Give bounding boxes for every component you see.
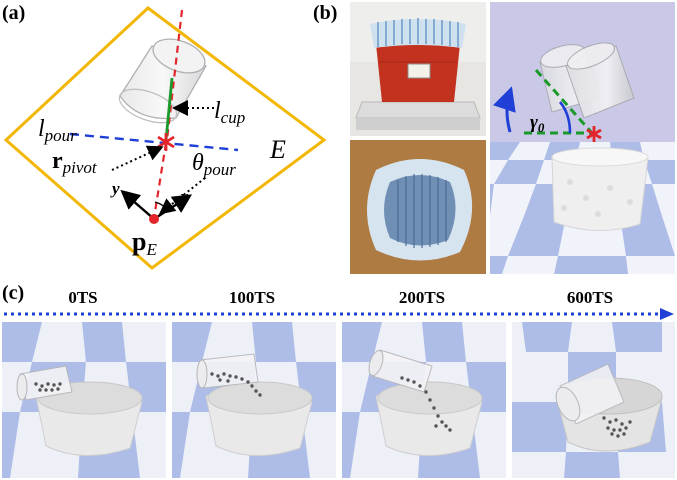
rpivot-label: rpivot [52,148,98,177]
sim-frame-600 [512,322,675,478]
gamma-arc [558,101,572,134]
sim-view-b: γ0 [490,2,675,274]
pivot-asterisk-b [586,126,602,142]
lcup-label: lcup [214,98,245,127]
green-dash-tilt [534,69,594,134]
photo-basket-top [350,140,486,274]
green-lcup-line [164,77,174,141]
theta-pour-label: θpour [192,150,236,179]
photo-basket-side [350,2,486,136]
gamma-label: γ0 [530,112,545,135]
timestep-label-2: 200TS [398,288,446,307]
plane-e-label: E [269,135,286,164]
lpour-label: lpour [38,116,77,145]
pe-label: pE [132,227,157,259]
rpivot-dotted-arrow [111,145,164,171]
y-axis-arrow [120,189,155,220]
x-axis-arrow [153,194,193,221]
sim-frame-100 [172,322,336,478]
y-axis-label: y [110,179,120,198]
panel-label-b: (b) [313,2,338,24]
panel-label-a: (a) [2,2,26,24]
sim-frame-0 [2,322,166,478]
rotation-arrow [492,86,516,133]
panel-a-diagram: lpour lcup rpivot θpour pE E x y [3,6,327,270]
blue-lpour-line [69,132,239,152]
pivot-asterisk [157,133,175,151]
theta-dotted-arrow [158,177,206,215]
sim-frame-200 [342,322,506,478]
plane-e-frame [3,6,327,270]
cup-shape [118,38,207,124]
timestep-label-3: 600TS [566,288,614,307]
panel-label-c: (c) [2,282,25,304]
origin-point [149,214,159,224]
timestep-label-0: 0TS [68,288,98,307]
red-axis-lower [152,142,168,219]
x-axis-label: x [179,187,189,206]
timeline-arrow [4,308,674,320]
timestep-label-1: 100TS [228,288,276,307]
